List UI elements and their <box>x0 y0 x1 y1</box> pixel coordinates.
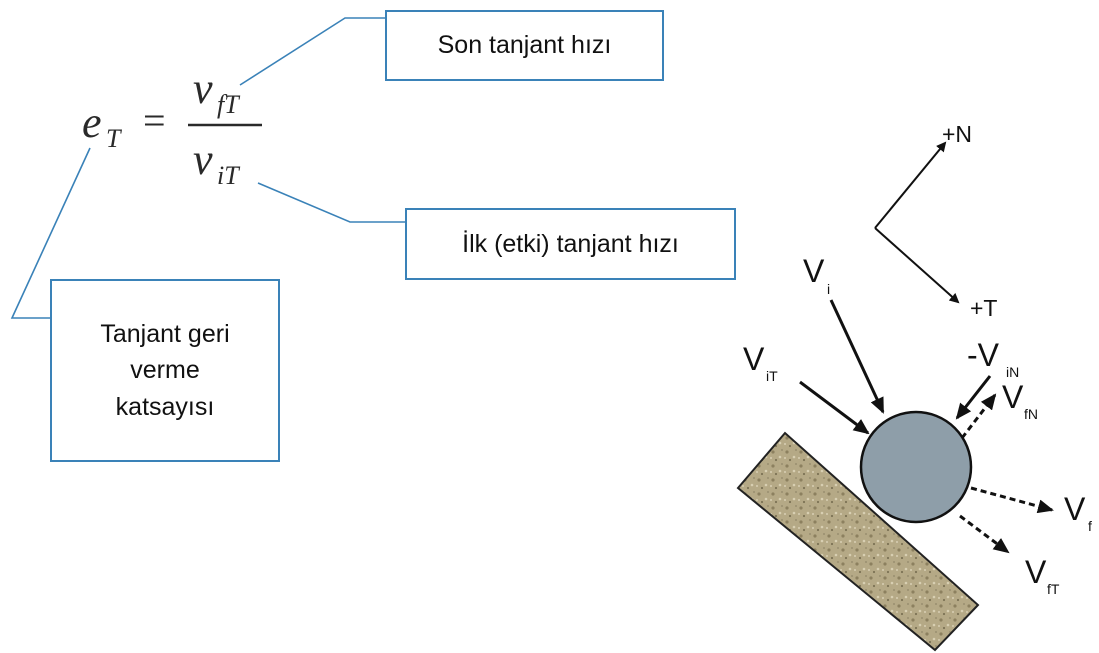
initial-tangent-speed-callout: İlk (etki) tanjant hızı <box>405 208 736 280</box>
coefficient-line-1: Tanjant geri <box>100 320 230 349</box>
tangent-axis-arrow <box>874 227 960 304</box>
vf-label-main: V <box>1064 491 1086 527</box>
vft-arrow <box>959 514 1010 554</box>
leader-line-initial <box>257 182 405 223</box>
vfn-label-main: V <box>1002 379 1024 415</box>
ball <box>859 410 973 524</box>
formula-numerator-subscript: fT <box>217 90 240 119</box>
normal-axis-label: +N <box>942 121 972 147</box>
final-tangent-speed-text: Son tanjant hızı <box>437 31 612 59</box>
vf-arrow <box>970 486 1054 514</box>
coordinate-axes: +N +T <box>874 121 997 321</box>
vft-label-main: V <box>1025 554 1047 590</box>
vft-label: V fT <box>1025 554 1060 597</box>
vit-label: V iT <box>743 341 778 384</box>
initial-tangent-speed-text: İlk (etki) tanjant hızı <box>462 229 679 258</box>
coefficient-line-2: verme <box>130 356 200 385</box>
formula-lhs-subscript: T <box>106 124 122 153</box>
vfn-arrow <box>960 393 997 439</box>
vft-label-sub: fT <box>1047 581 1060 597</box>
vi-label-main: V <box>803 253 825 289</box>
tangent-coefficient-callout: Tanjant geri verme katsayısı <box>50 279 280 462</box>
vin-arrow <box>955 375 992 420</box>
leader-line-coefficient <box>10 147 91 319</box>
formula-denominator-symbol: v <box>193 135 213 184</box>
formula-lhs-symbol: e <box>82 98 102 147</box>
normal-axis-arrow <box>874 141 947 229</box>
restitution-formula: e T = v fT v iT <box>82 64 262 190</box>
vi-label: V i <box>803 253 830 297</box>
final-tangent-speed-callout: Son tanjant hızı <box>385 10 664 81</box>
vf-label-sub: f <box>1088 518 1092 534</box>
vin-label: -V iN <box>967 337 1019 380</box>
vi-arrow <box>829 299 885 414</box>
leader-line-final <box>239 17 385 86</box>
vfn-label-sub: fN <box>1024 406 1038 422</box>
vit-label-main: V <box>743 341 765 377</box>
vit-arrow <box>799 380 870 435</box>
vin-label-sub: iN <box>1006 364 1019 380</box>
formula-numerator-symbol: v <box>193 64 213 113</box>
formula-denominator-subscript: iT <box>217 161 240 190</box>
vi-label-sub: i <box>827 281 830 297</box>
coefficient-line-3: katsayısı <box>115 392 215 421</box>
vin-label-main: -V <box>967 337 1000 373</box>
vf-label: V f <box>1064 491 1092 534</box>
tangent-axis-label: +T <box>970 295 997 321</box>
formula-equals: = <box>143 98 166 143</box>
vit-label-sub: iT <box>766 368 778 384</box>
vfn-label: V fN <box>1002 379 1038 422</box>
inclined-wall <box>736 431 980 652</box>
